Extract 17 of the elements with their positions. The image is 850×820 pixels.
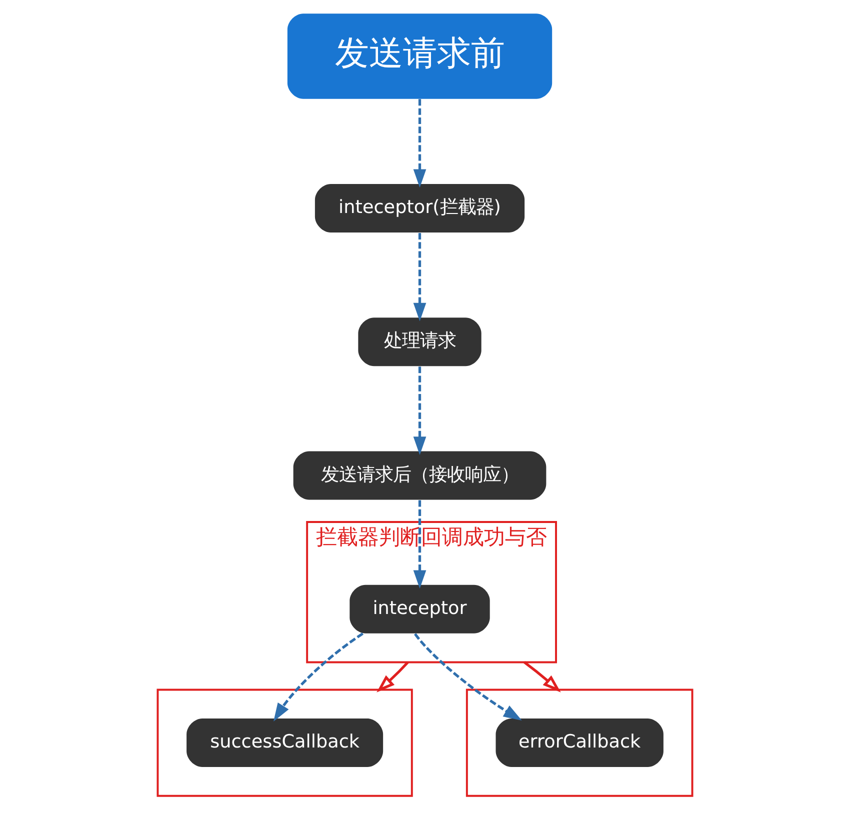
arrow (413, 232, 426, 322)
node-box: 发送请求后（接收响应） (293, 451, 546, 500)
arrow (376, 661, 409, 692)
node-box: 发送请求前 (287, 14, 552, 99)
arrow (524, 661, 561, 692)
arrow (274, 632, 364, 722)
cluster (466, 688, 694, 797)
node-box: inteceptor(拦截器) (314, 184, 525, 232)
node-box: errorCallback (496, 718, 664, 768)
arrow (413, 500, 426, 589)
node-box: 处理请求 (358, 318, 482, 366)
arrow (413, 366, 426, 455)
arrow (414, 633, 522, 721)
cluster (156, 688, 413, 797)
node-box: inteceptor (350, 584, 490, 634)
node-box: successCallback (186, 718, 384, 768)
arrow (413, 99, 426, 188)
